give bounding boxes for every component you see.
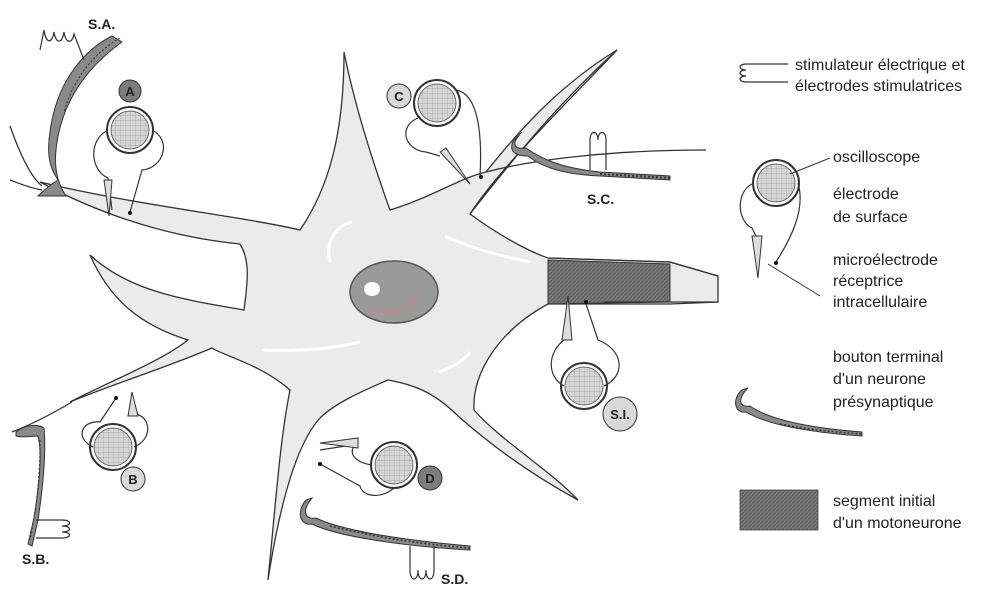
stimulator-coil-sd bbox=[409, 546, 435, 580]
stim-label-sd: S.D. bbox=[441, 571, 468, 587]
stimulation-site-sa: S.A. bbox=[36, 16, 123, 197]
legend-terminal-button-line-1: bouton terminal bbox=[833, 349, 943, 366]
legend-stimulator-line-2: électrodes stimulatrices bbox=[795, 78, 962, 95]
stimulation-site-sd: S.D. bbox=[299, 496, 471, 587]
presynaptic-terminal-sd bbox=[299, 496, 471, 551]
stimulator-coil-sb bbox=[36, 519, 71, 539]
legend: stimulateur électrique et électrodes sti… bbox=[735, 57, 965, 532]
presynaptic-terminal-sa bbox=[36, 35, 123, 197]
presynaptic-terminal-sb bbox=[15, 424, 46, 547]
stim-label-sa: S.A. bbox=[88, 16, 115, 32]
stimulator-coil-sc bbox=[589, 131, 607, 170]
initial-segment bbox=[547, 259, 671, 305]
legend-terminal-button: bouton terminal d'un neurone présynaptiq… bbox=[735, 349, 943, 437]
legend-oscilloscope: oscilloscope électrode de surface microé… bbox=[739, 149, 938, 311]
microelectrode-d bbox=[319, 437, 359, 449]
stimulation-site-sb: S.B. bbox=[15, 424, 71, 567]
recording-site-si: S.I. bbox=[550, 295, 638, 432]
dendrite-lines bbox=[9, 49, 718, 433]
legend-microelectrode-line-3: intracellulaire bbox=[833, 294, 927, 311]
legend-stimulator: stimulateur électrique et électrodes sti… bbox=[739, 57, 965, 95]
legend-initial-segment-line-2: d'un motoneurone bbox=[833, 515, 962, 532]
recording-site-c: C bbox=[386, 79, 483, 185]
legend-terminal-button-line-2: d'un neurone bbox=[833, 371, 926, 388]
presynaptic-terminal-sc bbox=[511, 131, 671, 181]
recording-site-b: B bbox=[81, 391, 149, 492]
badge-label-c: C bbox=[394, 89, 404, 104]
stimulator-coil-sa bbox=[43, 29, 85, 61]
microelectrode-a bbox=[103, 179, 113, 217]
legend-oscilloscope-label: oscilloscope bbox=[833, 149, 920, 166]
legend-initial-segment-line-1: segment initial bbox=[833, 493, 935, 510]
stim-label-sc: S.C. bbox=[587, 191, 614, 207]
legend-stimulator-line-1: stimulateur électrique et bbox=[795, 57, 965, 74]
initial-segment-swatch bbox=[739, 489, 819, 531]
legend-microelectrode-line-1: microélectrode bbox=[833, 252, 938, 269]
microelectrode-si bbox=[561, 295, 573, 341]
recording-site-a: A bbox=[93, 79, 164, 217]
stimulation-site-sc: S.C. bbox=[511, 131, 671, 207]
oscilloscope-b bbox=[89, 423, 137, 471]
badge-label-a: A bbox=[125, 84, 135, 99]
legend-surface-electrode-line-1: électrode bbox=[833, 186, 899, 203]
badge-label-d: D bbox=[425, 471, 434, 486]
stim-label-sb: S.B. bbox=[22, 551, 49, 567]
terminal-button-icon bbox=[735, 387, 863, 437]
recording-site-d: D bbox=[318, 437, 443, 496]
oscilloscope-si bbox=[560, 362, 608, 410]
legend-microelectrode-line-2: réceptrice bbox=[833, 273, 903, 290]
badge-label-b: B bbox=[128, 472, 137, 487]
microelectrode-c bbox=[439, 147, 471, 185]
motoneuron bbox=[39, 49, 719, 581]
microelectrode-icon bbox=[751, 235, 763, 279]
badge-label-si: S.I. bbox=[610, 407, 630, 422]
legend-initial-segment: segment initial d'un motoneurone bbox=[739, 489, 962, 532]
nucleus bbox=[349, 260, 439, 324]
legend-terminal-button-line-3: présynaptique bbox=[833, 394, 934, 411]
oscilloscope-d bbox=[370, 441, 418, 489]
microelectrode-b bbox=[127, 391, 139, 417]
stimulator-icon bbox=[739, 63, 788, 83]
oscilloscope-c bbox=[413, 79, 461, 127]
legend-surface-electrode-line-2: de surface bbox=[833, 209, 908, 226]
oscilloscope-a bbox=[106, 106, 154, 154]
oscilloscope-icon bbox=[752, 159, 800, 207]
